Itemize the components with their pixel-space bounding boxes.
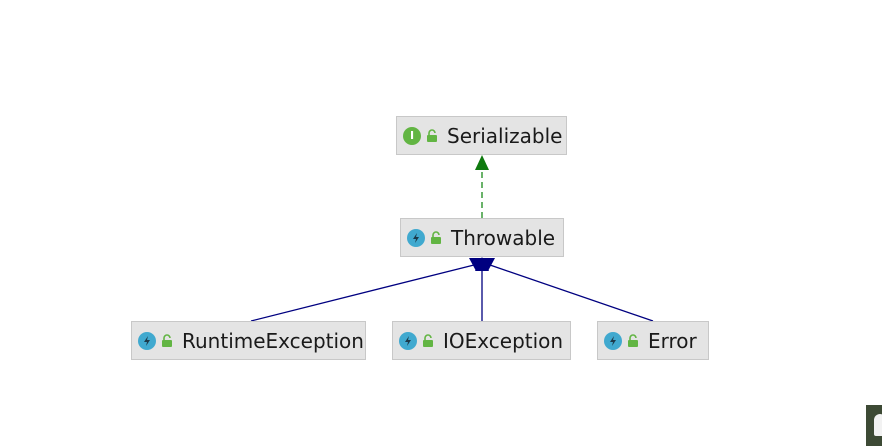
edge-runtimeexception-extends-throwable xyxy=(250,264,475,322)
node-label: Error xyxy=(648,328,697,353)
extends-arrowhead-right xyxy=(481,258,495,271)
unlocked-icon xyxy=(161,333,173,348)
edge-error-extends-throwable xyxy=(489,264,654,322)
node-label: Throwable xyxy=(451,225,556,250)
extends-arrowhead-left xyxy=(469,258,483,271)
unlocked-icon xyxy=(430,230,442,245)
node-error[interactable]: Error xyxy=(597,321,709,360)
exception-class-icon xyxy=(138,331,156,350)
node-serializable[interactable]: I Serializable xyxy=(396,116,567,155)
unlocked-icon xyxy=(627,333,639,348)
node-ioexception[interactable]: IOException xyxy=(392,321,571,360)
extends-arrowhead-center xyxy=(475,257,489,271)
interface-icon: I xyxy=(403,126,421,145)
corner-widget[interactable] xyxy=(866,405,882,446)
implements-arrowhead xyxy=(475,155,489,170)
node-label: Serializable xyxy=(447,123,563,148)
unlocked-icon xyxy=(422,333,434,348)
node-runtimeexception[interactable]: RuntimeException xyxy=(131,321,366,360)
node-label: RuntimeException xyxy=(182,328,364,353)
unlocked-icon xyxy=(426,128,438,143)
exception-class-icon xyxy=(407,228,425,247)
exception-class-icon xyxy=(604,331,622,350)
node-label: IOException xyxy=(443,328,564,353)
node-throwable[interactable]: Throwable xyxy=(400,218,564,257)
exception-class-icon xyxy=(399,331,417,350)
